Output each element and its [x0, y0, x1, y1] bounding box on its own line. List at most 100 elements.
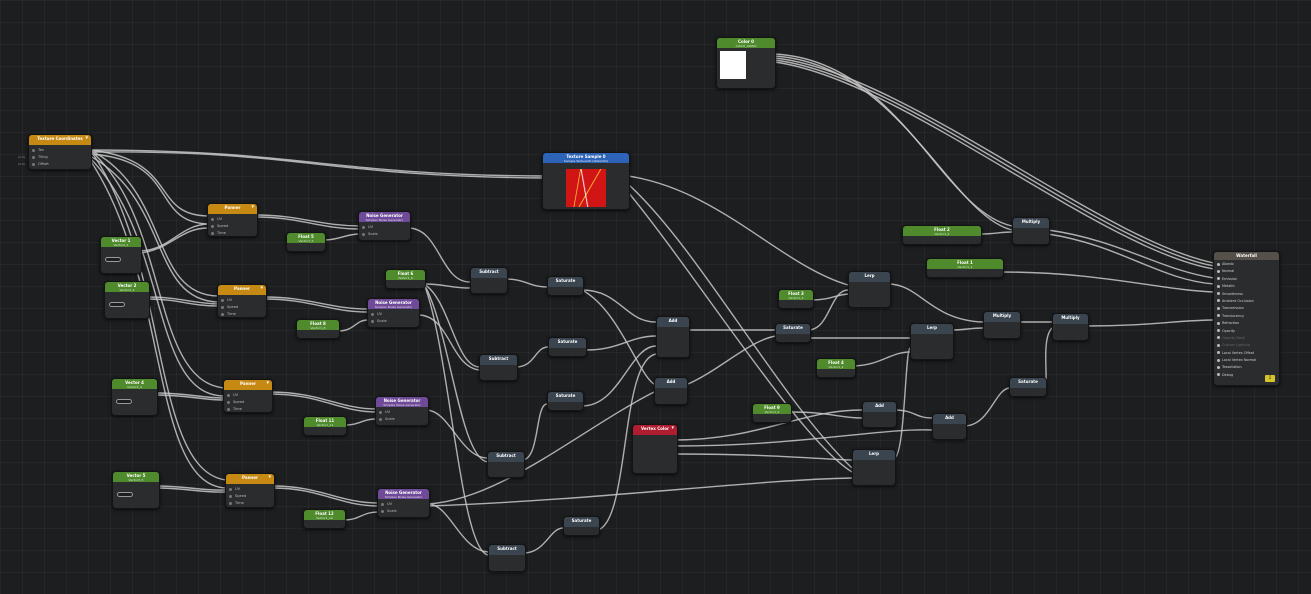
- value-field[interactable]: [117, 492, 133, 497]
- output-input-pin[interactable]: Albedo: [1216, 261, 1277, 268]
- node-saturate-3[interactable]: Saturate: [547, 391, 584, 411]
- node-multiply-3[interactable]: Multiply: [1052, 313, 1089, 341]
- output-input-pin[interactable]: Metallic: [1216, 283, 1277, 290]
- output-input-pin[interactable]: Ambient Occlusion: [1216, 298, 1277, 305]
- output-input-pin[interactable]: Transmission: [1216, 305, 1277, 312]
- color-swatch[interactable]: [720, 51, 746, 79]
- pin-scale[interactable]: Scale: [379, 416, 425, 423]
- pin-uv[interactable]: UV: [227, 392, 269, 399]
- node-title: Color 0: [738, 39, 754, 44]
- pin-uv[interactable]: UV: [221, 297, 263, 304]
- pin-speed[interactable]: Speed: [227, 399, 269, 406]
- node-lerp-1[interactable]: Lerp: [848, 271, 891, 308]
- node-texture-coordinates[interactable]: Texture Coordinates▾ Tex Tiling Offset: [28, 134, 92, 170]
- pin-uv[interactable]: UV: [381, 501, 426, 508]
- output-input-pin[interactable]: Local Vertex Offset: [1216, 350, 1277, 357]
- pin-uv[interactable]: UV: [229, 486, 271, 493]
- pin-tex[interactable]: Tex: [32, 147, 88, 154]
- node-subtract-4[interactable]: Subtract: [488, 544, 526, 572]
- node-multiply-2[interactable]: Multiply: [983, 311, 1021, 339]
- output-input-pin[interactable]: Emission: [1216, 276, 1277, 283]
- chevron-down-icon[interactable]: ▾: [266, 380, 269, 386]
- chevron-down-icon[interactable]: ▾: [260, 285, 263, 291]
- output-input-pin[interactable]: Opacity Mask: [1216, 335, 1277, 342]
- output-input-pin[interactable]: Tessellation: [1216, 364, 1277, 371]
- pin-scale[interactable]: Scale: [381, 508, 426, 515]
- chevron-down-icon[interactable]: ▾: [671, 425, 674, 431]
- node-add-3[interactable]: Add: [862, 401, 897, 428]
- chevron-down-icon[interactable]: ▾: [85, 135, 88, 141]
- node-panner-4[interactable]: Panner▾ UV Speed Time: [225, 473, 275, 508]
- node-saturate-4[interactable]: Saturate: [563, 516, 600, 536]
- pin-uv[interactable]: UV: [211, 216, 254, 223]
- node-subtract-3[interactable]: Subtract: [487, 451, 525, 478]
- pin-time[interactable]: Time: [211, 230, 254, 236]
- output-input-pin[interactable]: Local Vertex Normal: [1216, 357, 1277, 364]
- pin-tiling[interactable]: Tiling: [32, 154, 88, 161]
- value-field[interactable]: [109, 302, 125, 307]
- node-subtract-1[interactable]: Subtract: [470, 267, 508, 294]
- pin-speed[interactable]: Speed: [211, 223, 254, 230]
- node-panner-2[interactable]: Panner▾ UV Speed Time: [217, 284, 267, 318]
- pin-speed[interactable]: Speed: [229, 493, 271, 500]
- pin-scale[interactable]: Scale: [362, 231, 407, 238]
- node-panner-1[interactable]: Panner▾ UV Speed Time: [207, 203, 258, 237]
- node-add-4[interactable]: Add: [932, 413, 967, 440]
- save-icon[interactable]: ⇩: [1265, 375, 1275, 382]
- pin-time[interactable]: Time: [221, 311, 263, 317]
- node-saturate-2[interactable]: Saturate: [548, 337, 587, 357]
- pin-offset[interactable]: Offset: [32, 161, 88, 168]
- chevron-down-icon[interactable]: ▾: [251, 204, 254, 210]
- pin-uv[interactable]: UV: [379, 409, 425, 416]
- pin-speed[interactable]: Speed: [221, 304, 263, 311]
- value-field[interactable]: [116, 399, 132, 404]
- node-vertex-color[interactable]: Vertex Color▾: [632, 424, 678, 474]
- pin-uv[interactable]: UV: [362, 224, 407, 231]
- node-saturate-5[interactable]: Saturate: [775, 323, 811, 343]
- output-input-pin[interactable]: Opacity: [1216, 328, 1277, 335]
- node-lerp-3[interactable]: Lerp: [852, 449, 896, 486]
- pin-scale[interactable]: Scale: [371, 318, 416, 325]
- node-subtract-2[interactable]: Subtract: [479, 354, 518, 381]
- node-saturate-1[interactable]: Saturate: [547, 276, 584, 296]
- node-add-1[interactable]: Add: [656, 316, 690, 358]
- output-input-pin[interactable]: Refraction: [1216, 320, 1277, 327]
- pin-time[interactable]: Time: [227, 406, 269, 412]
- output-input-pin[interactable]: Smoothness: [1216, 291, 1277, 298]
- pin-uv[interactable]: UV: [371, 311, 416, 318]
- output-input-pin[interactable]: Debug: [1216, 372, 1277, 379]
- node-panner-3[interactable]: Panner▾ UV Speed Time: [223, 379, 273, 413]
- value-field[interactable]: [105, 257, 121, 262]
- node-multiply-1[interactable]: Multiply: [1012, 217, 1050, 245]
- node-add-2[interactable]: Add: [654, 377, 688, 405]
- output-input-pin[interactable]: Custom Lighting: [1216, 342, 1277, 349]
- node-saturate-6[interactable]: Saturate: [1009, 377, 1047, 397]
- output-input-pin[interactable]: Normal: [1216, 268, 1277, 275]
- pin-time[interactable]: Time: [229, 500, 271, 507]
- chevron-down-icon[interactable]: ▾: [268, 474, 271, 480]
- output-input-pin[interactable]: Translucency: [1216, 313, 1277, 320]
- node-lerp-2[interactable]: Lerp: [910, 323, 954, 360]
